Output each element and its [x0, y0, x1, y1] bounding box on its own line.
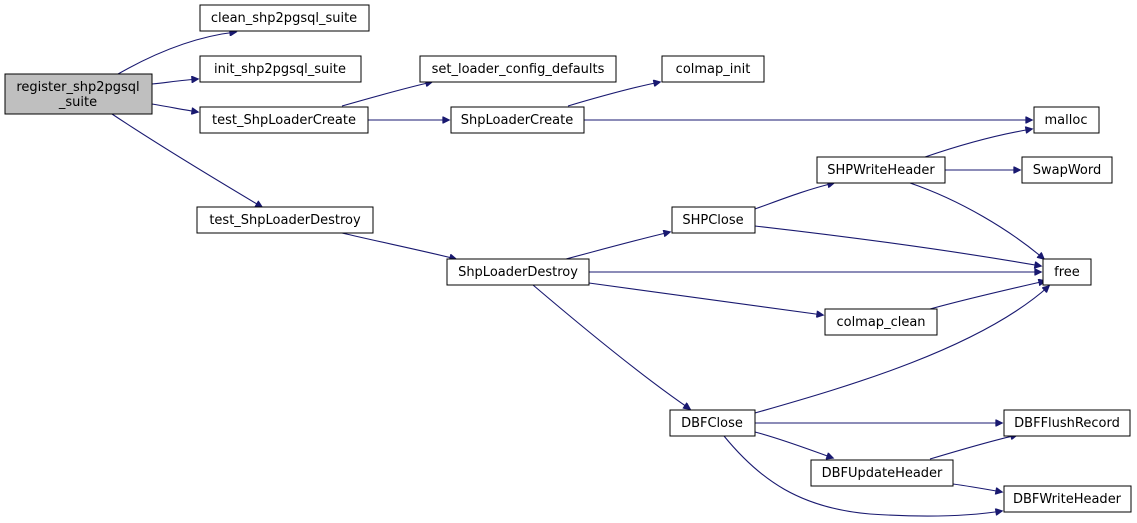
node-set-defaults-box [419, 55, 617, 83]
node-dbfupdateheader[interactable]: DBFUpdateHeader [810, 459, 954, 487]
edge-test-create-to-set-defaults [341, 82, 432, 107]
node-register-box [4, 73, 153, 115]
edge-dbf-update-to-dbf-write [952, 483, 1002, 492]
edge-shpclose-to-shp-write-header [754, 183, 834, 210]
node-malloc[interactable]: malloc [1033, 106, 1100, 134]
node-dbf-write-label: DBFWriteHeader [1013, 492, 1122, 507]
node-shploaderdestroy[interactable]: ShpLoaderDestroy [446, 258, 590, 286]
node-shpwriteheader[interactable]: SHPWriteHeader [816, 156, 946, 184]
node-set-defaults-label: set_loader_config_defaults [432, 62, 605, 77]
node-free-label: free [1054, 265, 1080, 280]
edge-loader-destroy-to-colmap-clean [588, 282, 823, 315]
node-init-suite-label: init_shp2pgsql_suite [214, 62, 346, 77]
node-init-suite-box [199, 55, 362, 83]
node-shpclose-box [671, 206, 756, 234]
node-colmap-clean-label: colmap_clean [836, 315, 925, 330]
edge-dbfclose-to-free [754, 286, 1049, 414]
node-free-box [1042, 258, 1092, 286]
node-test-create-box [199, 106, 369, 134]
node-colmap-init-label: colmap_init [676, 62, 751, 77]
node-dbfwriteheader[interactable]: DBFWriteHeader [1003, 485, 1132, 513]
node-dbfclose-box [669, 409, 756, 437]
node-dbf-flush-box [1003, 409, 1131, 437]
node-swapword-label: SwapWord [1033, 163, 1102, 178]
edge-register-to-test-create [151, 103, 198, 112]
edge-loader-destroy-to-dbfclose [532, 284, 690, 409]
node-test-shploadercreate[interactable]: test_ShpLoaderCreate [199, 106, 369, 134]
node-loader-create-label: ShpLoaderCreate [461, 113, 573, 128]
edges [111, 32, 1049, 517]
node-dbfflushrecord[interactable]: DBFFlushRecord [1003, 409, 1131, 437]
node-malloc-label: malloc [1045, 113, 1088, 128]
node-free[interactable]: free [1042, 258, 1092, 286]
node-register-label-line2: _suite [58, 95, 97, 110]
node-malloc-box [1033, 106, 1100, 134]
node-dbfclose[interactable]: DBFClose [669, 409, 756, 437]
nodes: register_shp2pgsql _suite clean_shp2pgsq… [4, 4, 1132, 513]
edge-dbfclose-to-dbf-update [754, 431, 833, 458]
edge-colmap-clean-to-free [929, 281, 1045, 310]
node-shploadercreate[interactable]: ShpLoaderCreate [450, 106, 585, 134]
edge-dbf-update-to-dbf-flush [929, 435, 1017, 460]
edge-loader-create-to-colmap-init [567, 82, 660, 107]
node-dbf-update-box [810, 459, 954, 487]
node-shp-write-header-label: SHPWriteHeader [827, 163, 935, 178]
node-test-destroy-label: test_ShpLoaderDestroy [209, 213, 361, 228]
node-swapword-box [1021, 156, 1113, 184]
node-colmap-init-box [661, 55, 765, 83]
node-shpclose-label: SHPClose [682, 213, 743, 228]
node-colmap-clean-box [824, 308, 938, 336]
node-test-destroy-box [196, 206, 374, 234]
node-init-shp2pgsql-suite[interactable]: init_shp2pgsql_suite [199, 55, 362, 83]
edge-dbfclose-to-dbf-write [723, 435, 1002, 517]
node-colmap-clean[interactable]: colmap_clean [824, 308, 938, 336]
edge-shp-write-header-to-free [909, 182, 1044, 259]
edge-loader-destroy-to-shpclose [565, 232, 670, 260]
node-shpclose[interactable]: SHPClose [671, 206, 756, 234]
node-swapword[interactable]: SwapWord [1021, 156, 1113, 184]
node-set-loader-config-defaults[interactable]: set_loader_config_defaults [419, 55, 617, 83]
node-register-shp2pgsql-suite[interactable]: register_shp2pgsql _suite [4, 73, 153, 115]
node-register-label-line1: register_shp2pgsql [16, 80, 139, 95]
node-loader-destroy-label: ShpLoaderDestroy [458, 265, 578, 280]
node-colmap-init[interactable]: colmap_init [661, 55, 765, 83]
node-clean-suite-box [199, 4, 370, 32]
node-dbfclose-label: DBFClose [681, 416, 743, 431]
node-dbf-flush-label: DBFFlushRecord [1014, 416, 1120, 431]
node-dbf-update-label: DBFUpdateHeader [822, 466, 943, 481]
node-clean-suite-label: clean_shp2pgsql_suite [211, 11, 357, 26]
edge-register-to-test-destroy [111, 113, 262, 207]
node-clean-shp2pgsql-suite[interactable]: clean_shp2pgsql_suite [199, 4, 370, 32]
edge-shpclose-to-free [754, 225, 1041, 266]
node-loader-destroy-box [446, 258, 590, 286]
node-loader-create-box [450, 106, 585, 134]
node-test-shploaderdestroy[interactable]: test_ShpLoaderDestroy [196, 206, 374, 234]
edge-register-to-init-suite [151, 79, 198, 85]
node-dbf-write-box [1003, 485, 1132, 513]
node-test-create-label: test_ShpLoaderCreate [212, 113, 356, 128]
edge-register-to-clean-suite [117, 32, 236, 75]
node-shp-write-header-box [816, 156, 946, 184]
edge-shp-write-header-to-malloc [924, 129, 1032, 158]
edge-test-destroy-to-loader-destroy [341, 232, 456, 259]
